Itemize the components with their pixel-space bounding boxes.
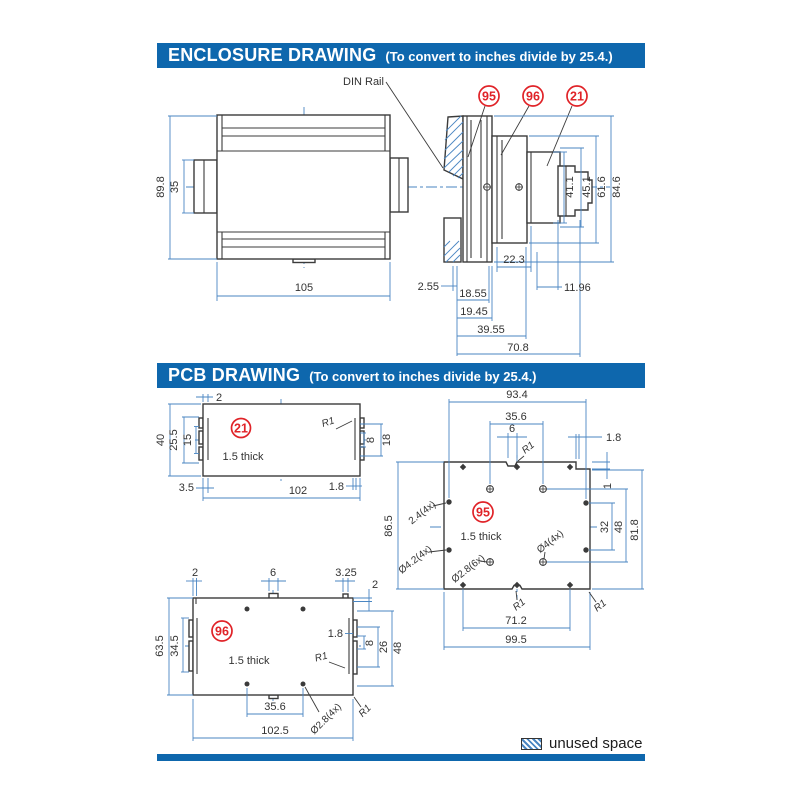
- pcb95-dim-1: 1: [602, 483, 614, 489]
- pcb96-dim-63-5: 63.5: [154, 635, 166, 656]
- pcb21-dim-1-8: 1.8: [329, 481, 344, 493]
- pcb-drawing: 21 1.5 thick R1 2 40 25.5 15 8 18 3.5 10…: [154, 389, 644, 741]
- pcb96-dim-2-right: 2: [372, 579, 378, 591]
- pcb95-id-label: 95: [476, 506, 490, 520]
- pcb96-dim-1-8: 1.8: [328, 628, 343, 640]
- pcb96-r1-upper: R1: [314, 651, 329, 665]
- dim-side-18-55: 18.55: [459, 288, 487, 300]
- pcb96-dim-8: 8: [364, 640, 376, 646]
- pcb95-dim-32: 32: [599, 521, 611, 533]
- pcb96-dim-3-25: 3.25: [335, 567, 356, 579]
- pcb95-dim-81-8: 81.8: [629, 519, 641, 540]
- callout-96-label: 96: [526, 90, 540, 104]
- din-rail-hatch: [443, 115, 464, 263]
- callout-21-circle: [566, 85, 588, 107]
- pcb95-dim-48: 48: [613, 521, 625, 533]
- pcb21-r1: R1: [320, 415, 336, 429]
- pcb95-thickness: 1.5 thick: [461, 531, 502, 543]
- pcb95-r1-bottom: R1: [511, 597, 528, 614]
- pcb95-dim-35-6: 35.6: [505, 411, 526, 423]
- pcb96-dim-102-5: 102.5: [261, 725, 289, 737]
- pcb21-dim-40: 40: [155, 434, 167, 446]
- dim-side-61-6: 61.6: [596, 176, 608, 197]
- front-view-dimensions: [168, 115, 391, 301]
- unused-space-legend: unused space: [521, 735, 642, 752]
- pcb95-dim-6: 6: [509, 423, 515, 435]
- pcb95-dim-1-8: 1.8: [606, 432, 621, 444]
- din-rail-leader: [385, 81, 444, 169]
- callout-21-label: 21: [570, 90, 584, 104]
- callout-95-circle: [478, 85, 500, 107]
- pcb96-dim-35-6: 35.6: [264, 701, 285, 713]
- pcb96-id-circle: [211, 620, 233, 642]
- enclosure-header: ENCLOSURE DRAWING (To convert to inches …: [157, 43, 645, 68]
- pcb-title: PCB DRAWING: [168, 365, 301, 385]
- dim-side-22-3: 22.3: [503, 254, 524, 266]
- footer-bar: [157, 754, 645, 761]
- pcb21-thickness: 1.5 thick: [223, 451, 264, 463]
- pcb96-hole-2-8: Ø2.8(4x): [309, 702, 344, 737]
- dim-side-11-96: 11.96: [564, 282, 591, 294]
- dim-front-rail-height: 35: [169, 181, 181, 193]
- enclosure-drawing: 89.8 35 105 DIN Rail: [155, 76, 623, 357]
- pcb96-dim-26: 26: [378, 641, 390, 653]
- dim-side-39-55: 39.55: [477, 324, 505, 336]
- pcb96-thickness: 1.5 thick: [229, 655, 270, 667]
- pcb95-dim-99-5: 99.5: [505, 634, 526, 646]
- side-view-screw-holes: [483, 183, 523, 191]
- pcb96-dim-6: 6: [270, 567, 276, 579]
- pcb96-view: 96 1.5 thick 2 6 3.25 2 63.5 34.5 1.8 8 …: [154, 567, 404, 741]
- pcb96-holes: [244, 606, 306, 687]
- pcb95-hole-2-4: 2.4(4x): [407, 499, 438, 527]
- pcb95-dim-86-5: 86.5: [383, 515, 395, 536]
- pcb21-dim-102: 102: [289, 485, 307, 497]
- side-view-dimensions: [441, 115, 614, 357]
- pcb21-id-circle: [230, 417, 252, 439]
- dim-front-height: 89.8: [155, 176, 167, 197]
- pcb21-dim-25-5: 25.5: [168, 429, 180, 450]
- front-view-outline: [193, 114, 409, 264]
- pcb95-r1-top: R1: [520, 440, 537, 457]
- din-rail-label: DIN Rail: [343, 76, 384, 88]
- pcb96-dim-34-5: 34.5: [169, 635, 181, 656]
- legend-label: unused space: [549, 735, 643, 752]
- pcb21-dim-18: 18: [381, 434, 393, 446]
- pcb21-dim-15: 15: [182, 434, 194, 446]
- pcb-header: PCB DRAWING (To convert to inches divide…: [157, 363, 645, 388]
- callout-95: 95: [467, 85, 500, 158]
- pcb95-dim-93-4: 93.4: [506, 389, 527, 401]
- dim-side-41-1: 41.1: [564, 176, 576, 197]
- pcb96-dim-48: 48: [392, 642, 404, 654]
- pcb-note: (To convert to inches divide by 25.4.): [309, 369, 537, 384]
- pcb95-view: 95 1.5 thick 93.4 35.6 6 1.8 1 32 48 81.…: [383, 389, 644, 650]
- callout-96: 96: [500, 85, 544, 156]
- dim-side-19-45: 19.45: [460, 306, 488, 318]
- pcb21-dim-3-5: 3.5: [179, 482, 194, 494]
- dim-side-2-55: 2.55: [418, 281, 439, 293]
- enclosure-note: (To convert to inches divide by 25.4.): [385, 49, 613, 64]
- pcb21-dim-8: 8: [365, 437, 377, 443]
- hatch-swatch-icon: [521, 737, 542, 750]
- pcb21-dim-2: 2: [216, 392, 222, 404]
- pcb21-id-label: 21: [234, 422, 248, 436]
- pcb95-id-circle: [472, 501, 494, 523]
- pcb96-id-label: 96: [215, 625, 229, 639]
- pcb21-view: 21 1.5 thick R1 2 40 25.5 15 8 18 3.5 10…: [155, 392, 393, 501]
- dim-front-width: 105: [295, 282, 313, 294]
- pcb95-dim-71-2: 71.2: [505, 615, 526, 627]
- pcb95-hole-4-2: Ø4.2(4x): [397, 544, 434, 577]
- dim-side-45-1: 45.1: [581, 176, 593, 197]
- pcb96-dim-2-top: 2: [192, 567, 198, 579]
- callout-96-circle: [522, 85, 544, 107]
- enclosure-title: ENCLOSURE DRAWING: [168, 45, 377, 65]
- dim-side-70-8: 70.8: [507, 342, 528, 354]
- callout-95-label: 95: [482, 90, 496, 104]
- dim-side-84-6: 84.6: [611, 176, 623, 197]
- pcb95-holes: [446, 463, 589, 589]
